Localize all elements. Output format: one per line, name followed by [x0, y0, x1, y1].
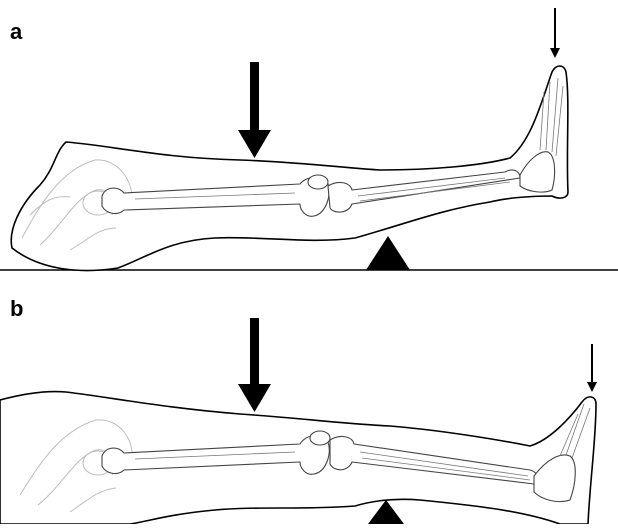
panel-a-fulcrum-triangle — [366, 236, 410, 270]
panel-b-foot-force-arrow — [587, 344, 597, 392]
panel-a-thigh-force-arrow — [238, 62, 271, 158]
panel-a-label: a — [10, 21, 22, 43]
panel-b-label: b — [10, 298, 23, 320]
panel-a-leg-outline — [11, 66, 568, 271]
panel-b — [0, 318, 597, 524]
panel-b-thigh-force-arrow — [238, 318, 271, 412]
panel-b-patella — [310, 431, 330, 445]
panel-a-foot-force-arrow — [550, 8, 560, 58]
panel-a-patella — [308, 175, 328, 189]
panel-a — [0, 8, 618, 271]
panel-b-fulcrum-triangle — [368, 500, 404, 524]
